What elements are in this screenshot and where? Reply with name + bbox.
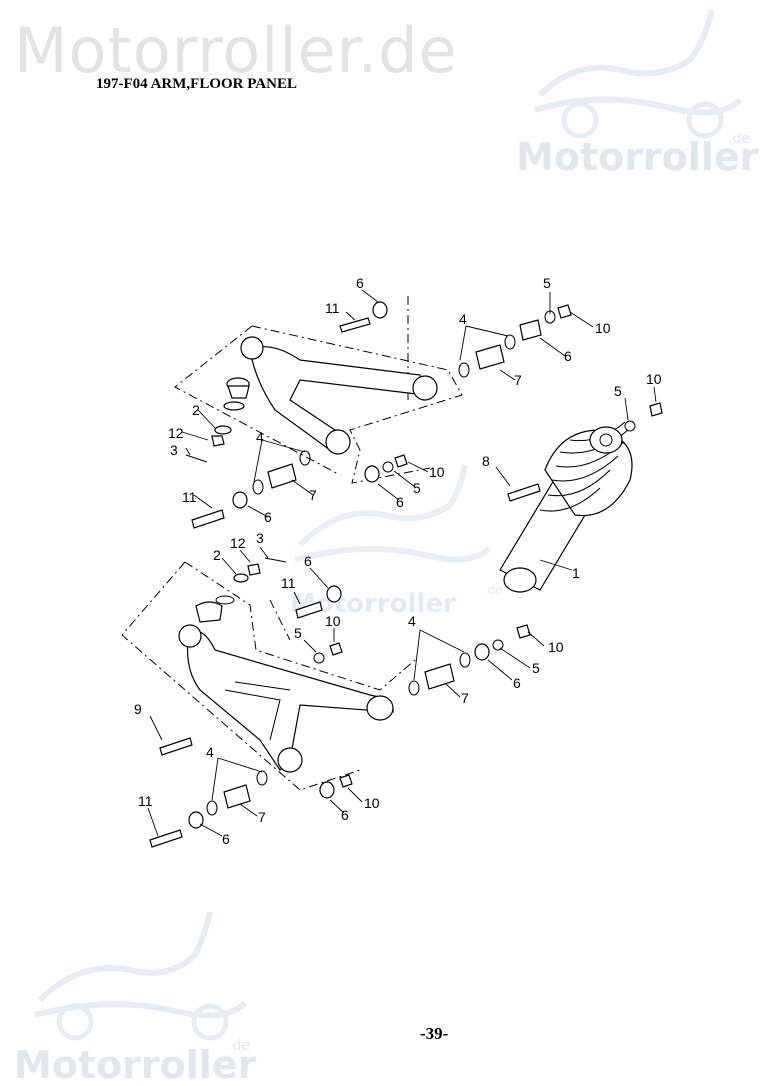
watermark-suffix-center: .de [484, 583, 503, 597]
callout-5: 5 [294, 625, 302, 641]
callout-6: 6 [356, 275, 364, 291]
callout-11: 11 [325, 300, 340, 316]
callout-4: 4 [256, 429, 264, 445]
callout-3: 3 [170, 442, 178, 458]
watermark-suffix-top: .de [728, 131, 750, 147]
callout-10: 10 [595, 320, 611, 336]
callout-labels: 6 11 4 5 10 6 7 2 12 3 4 11 6 7 10 5 6 8… [134, 275, 662, 847]
callout-7: 7 [258, 809, 266, 825]
callout-2: 2 [213, 547, 221, 563]
watermark-logo-top: Motorroller .de [516, 9, 759, 179]
callout-6: 6 [396, 494, 404, 510]
callout-4: 4 [206, 744, 214, 760]
callout-6: 6 [564, 348, 572, 364]
callout-10: 10 [646, 371, 662, 387]
callout-2: 2 [192, 402, 200, 418]
callout-11: 11 [182, 489, 197, 505]
callout-10: 10 [429, 464, 445, 480]
leader-lines [147, 289, 657, 837]
callout-11: 11 [281, 575, 296, 591]
watermark-logo-text-top: Motorroller [516, 135, 759, 179]
watermark-logo-text-bottom: Motorroller [14, 1043, 257, 1086]
watermark-text: Motorroller.de [14, 14, 458, 87]
callout-5: 5 [543, 275, 551, 291]
callout-5: 5 [532, 660, 540, 676]
lower-control-arm [121, 557, 531, 848]
callout-6: 6 [222, 831, 230, 847]
callout-7: 7 [461, 690, 469, 706]
callout-12: 12 [230, 535, 246, 551]
upper-control-arm [174, 296, 572, 529]
callout-10: 10 [548, 639, 564, 655]
watermark-logo-center: Motorroller .de [290, 464, 503, 619]
callout-6: 6 [341, 807, 349, 823]
callout-3: 3 [256, 530, 264, 546]
callout-11: 11 [138, 793, 153, 809]
callout-6: 6 [304, 553, 312, 569]
callout-8: 8 [482, 453, 490, 469]
callout-12: 12 [168, 425, 184, 441]
watermark-logo-bottom: Motorroller .de [14, 911, 257, 1086]
callout-7: 7 [514, 372, 522, 388]
callout-9: 9 [134, 701, 142, 717]
watermark-suffix-bottom: .de [228, 1038, 250, 1054]
callout-4: 4 [408, 613, 416, 629]
callout-6: 6 [513, 675, 521, 691]
callout-4: 4 [459, 311, 467, 327]
callout-5: 5 [413, 480, 421, 496]
shock-absorber [499, 402, 663, 593]
callout-7: 7 [309, 487, 317, 503]
callout-6: 6 [264, 509, 272, 525]
callout-10: 10 [364, 795, 380, 811]
callout-1: 1 [572, 565, 580, 581]
callout-10: 10 [325, 613, 341, 629]
callout-5: 5 [614, 383, 622, 399]
page-number: -39- [420, 1024, 449, 1043]
page-title: 197-F04 ARM,FLOOR PANEL [96, 76, 297, 92]
